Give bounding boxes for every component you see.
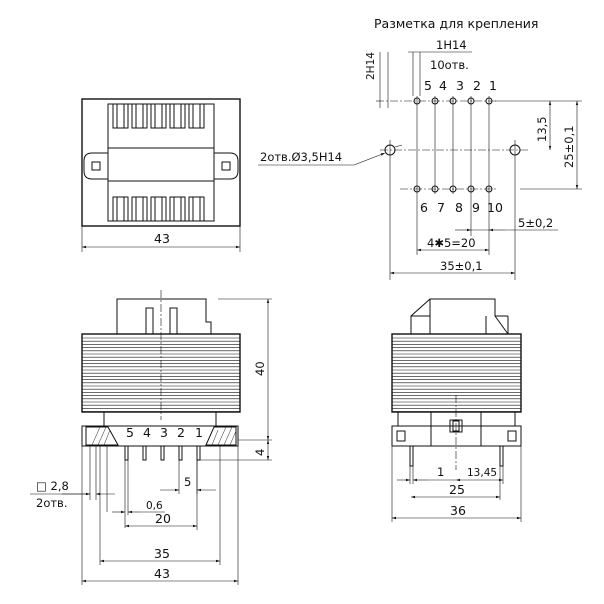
mounting-title: Разметка для крепления [374, 16, 538, 31]
front-dim-40: 40 [253, 361, 267, 376]
dim-35: 35±0,1 [440, 259, 483, 273]
front-pin-2: 2 [177, 425, 185, 440]
front-dim-4: 4 [253, 449, 267, 456]
pin-4: 4 [439, 78, 447, 93]
mount-holes-label: 2отв.Ø3,5H14 [260, 150, 342, 164]
holes-count: 10отв. [430, 58, 469, 72]
side-dim-1345: 13,45 [467, 467, 497, 479]
front-dim-20: 20 [155, 511, 171, 526]
pin-3: 3 [456, 78, 464, 93]
dim-25: 25±0,1 [562, 125, 576, 168]
front-dim-5: 5 [184, 475, 191, 489]
pin-6: 6 [420, 200, 428, 215]
side-view: 1 13,45 25 36 [391, 298, 522, 522]
pin-1: 1 [489, 78, 497, 93]
mounting-layout: Разметка для крепления 2H14 1H14 10отв. … [258, 16, 582, 280]
pin-5: 5 [424, 78, 432, 93]
top-width-label: 43 [154, 231, 170, 246]
dim-4x5: 4✱5=20 [427, 236, 476, 250]
front-pin-1: 1 [195, 425, 203, 440]
side-dim-25: 25 [449, 482, 465, 497]
dim-13-5: 13,5 [535, 116, 549, 142]
front-dim-43: 43 [154, 566, 170, 581]
front-dim-2otv: 2отв. [36, 496, 68, 510]
pin-2: 2 [473, 78, 481, 93]
side-dim-1: 1 [437, 465, 444, 479]
front-pin-4: 4 [143, 425, 151, 440]
tol-1h14: 1H14 [436, 38, 467, 52]
tol-2h14: 2H14 [365, 52, 377, 80]
pin-9: 9 [472, 200, 480, 215]
dim-5: 5±0,2 [518, 216, 553, 230]
front-view: 5 4 3 2 1 40 4 5 [30, 290, 272, 585]
front-dim-sq: □ 2,8 [36, 479, 69, 493]
front-pin-3: 3 [160, 425, 168, 440]
front-dim-35: 35 [154, 546, 170, 561]
pin-10: 10 [487, 200, 503, 215]
side-dim-36: 36 [450, 503, 466, 518]
front-dim-06: 0,6 [146, 500, 163, 512]
top-view: 43 [81, 98, 241, 252]
pin-8: 8 [455, 200, 463, 215]
front-pin-5: 5 [126, 425, 134, 440]
pin-7: 7 [437, 200, 445, 215]
